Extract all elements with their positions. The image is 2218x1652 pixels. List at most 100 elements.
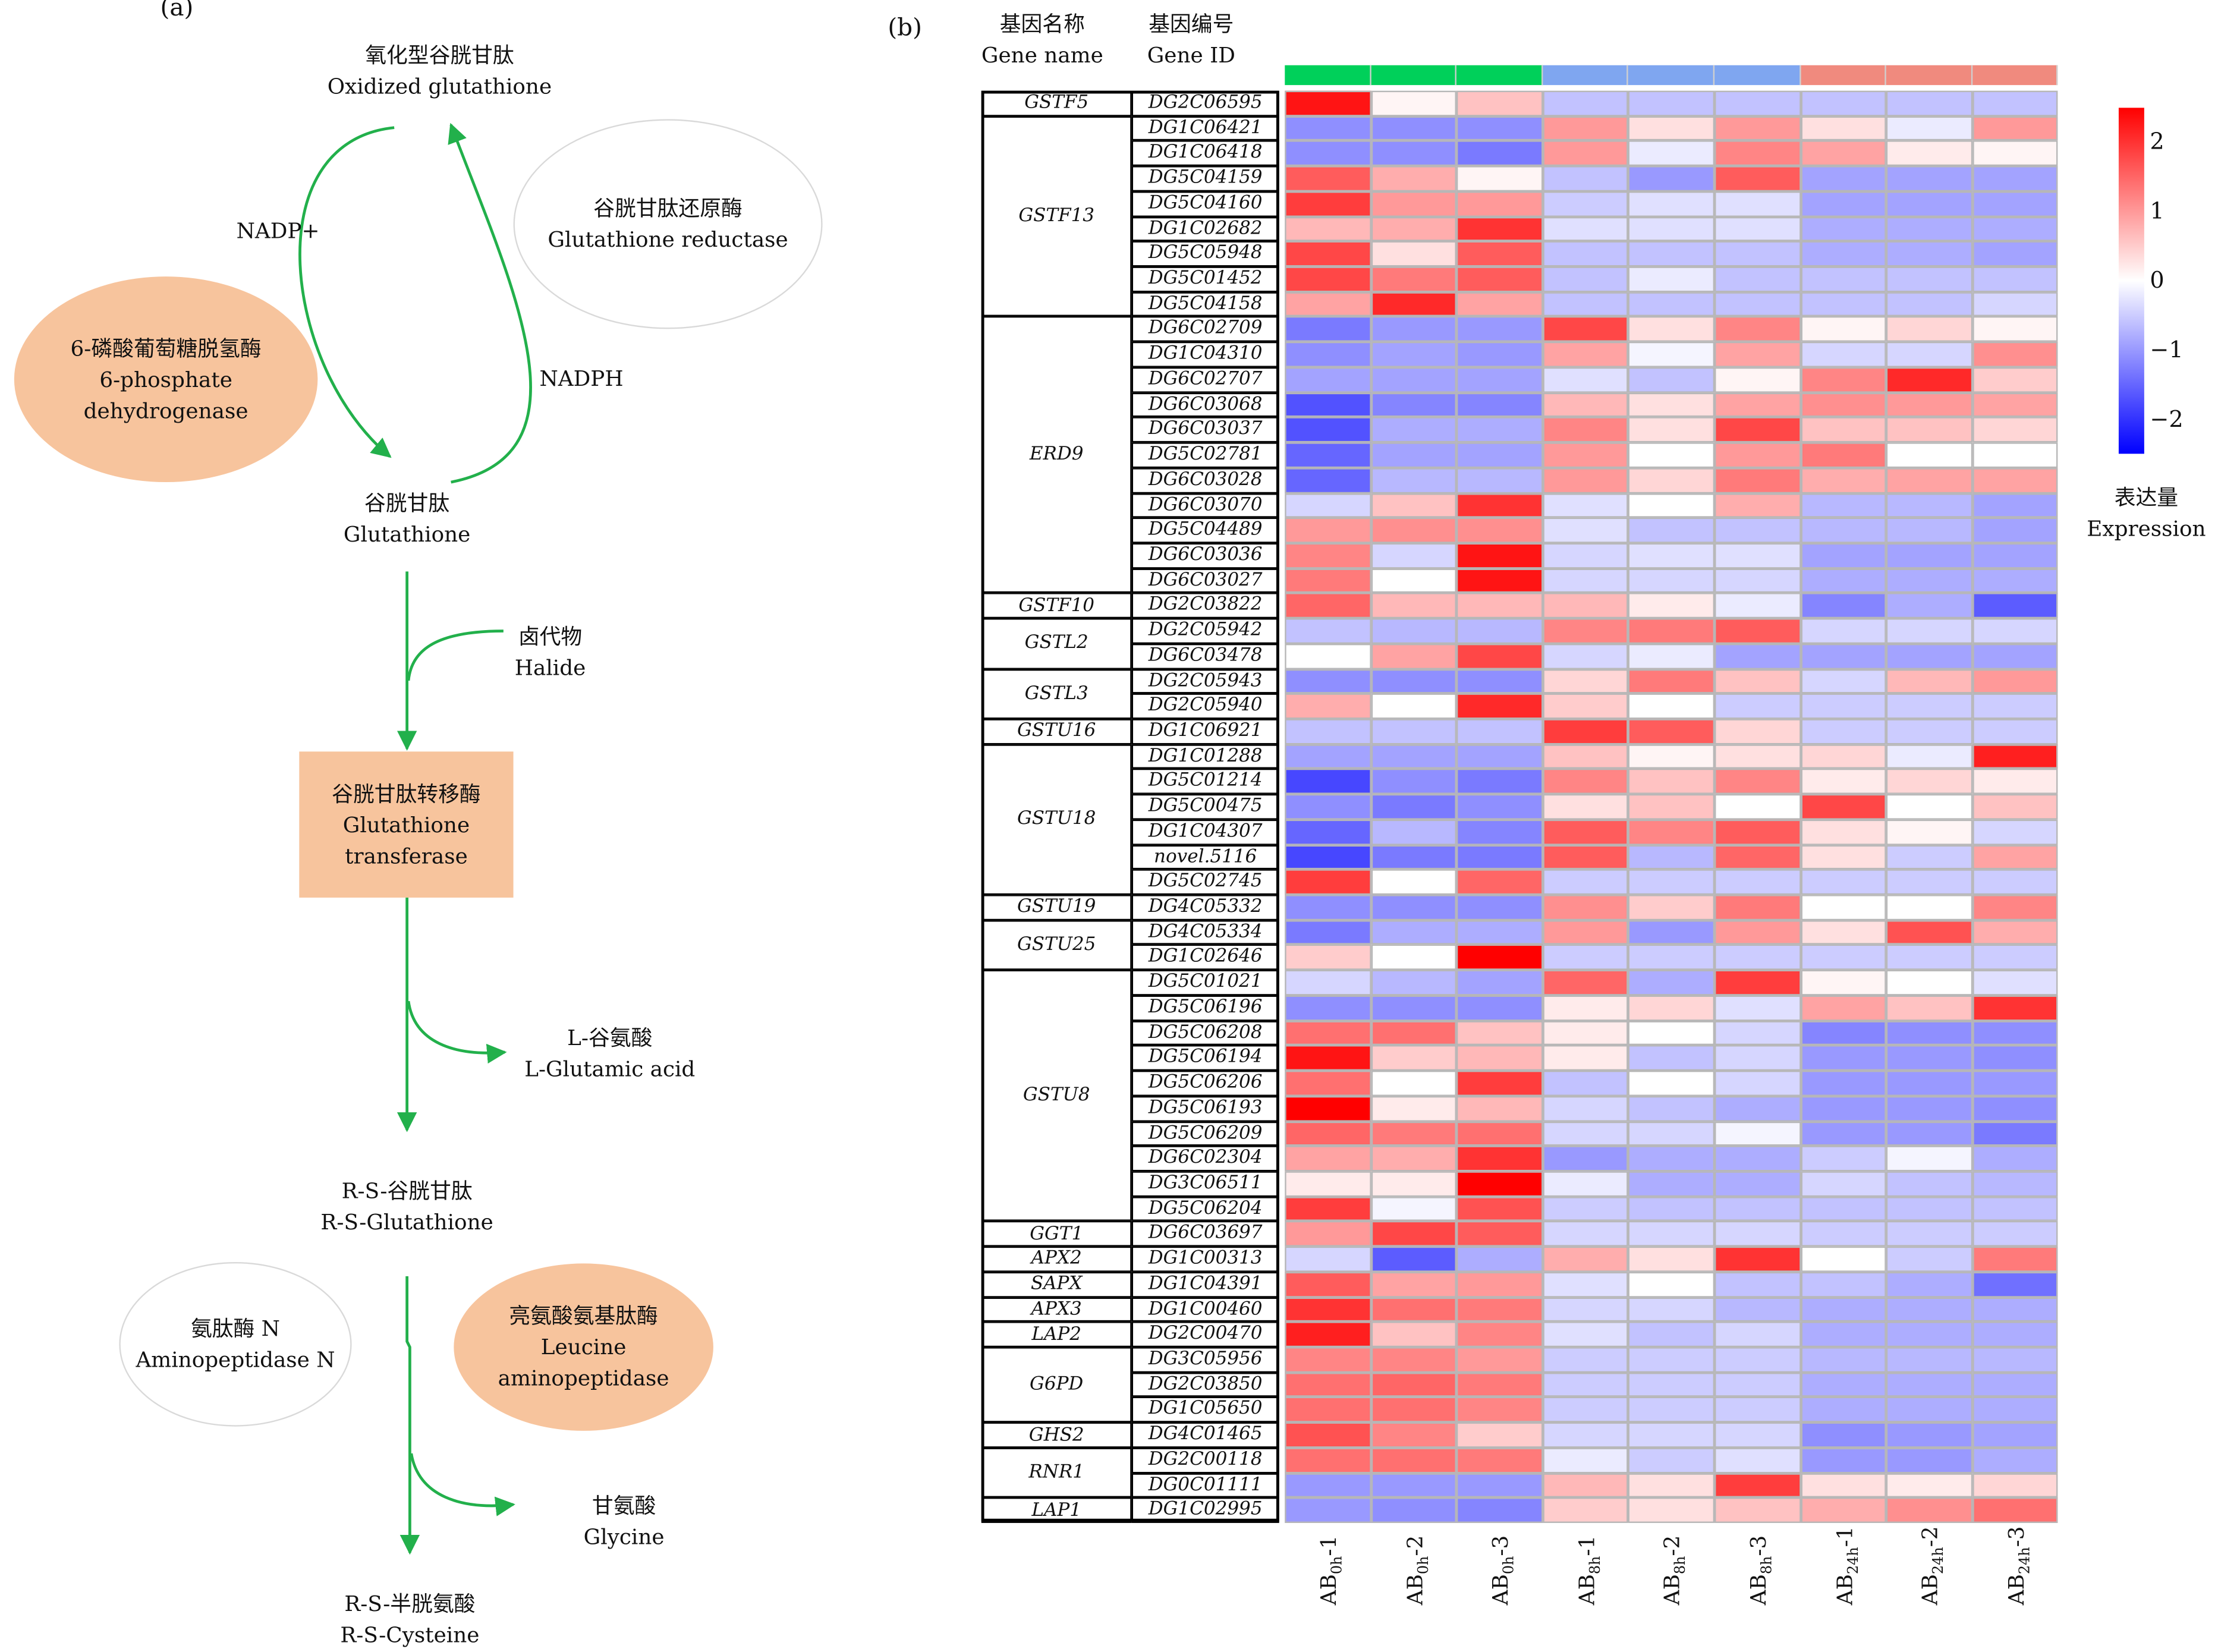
gene-id-cell: DG2C05942 <box>1131 618 1279 644</box>
heatmap-cell <box>1714 1121 1801 1146</box>
group-bar-segment <box>1800 65 1887 86</box>
heatmap-cell <box>1800 1372 1887 1398</box>
heatmap-cell <box>1628 266 1715 292</box>
heatmap-cell <box>1370 1497 1457 1523</box>
heatmap-cell <box>1714 191 1801 216</box>
heatmap-cell <box>1456 417 1543 443</box>
heatmap-cell <box>1285 844 1371 870</box>
heatmap-cell <box>1628 518 1715 543</box>
heatmap-cell <box>1628 1497 1715 1523</box>
heatmap-cell <box>1542 543 1629 568</box>
gene-id-cell: DG5C04160 <box>1131 191 1279 216</box>
heatmap-cell <box>1800 869 1887 895</box>
heatmap-cell <box>1972 1171 2059 1197</box>
gene-name-cell: RNR1 <box>981 1448 1132 1498</box>
header-gene-id-en: Gene ID <box>1147 42 1235 68</box>
gene-id-cell: DG5C06209 <box>1131 1121 1279 1146</box>
header-gene-name-en: Gene name <box>981 42 1103 68</box>
heatmap-cell <box>1285 1146 1371 1172</box>
gene-id-cell: novel.5116 <box>1131 844 1279 870</box>
heatmap-cell <box>1972 342 2059 367</box>
heatmap-cell <box>1456 543 1543 568</box>
heatmap-cell <box>1628 1020 1715 1046</box>
heatmap-cell <box>1456 694 1543 719</box>
heatmap-cell <box>1972 467 2059 493</box>
heatmap-cell <box>1800 115 1887 141</box>
legend-title-zh: 表达量 <box>2114 484 2179 511</box>
gst-en-line1: Glutathione <box>342 811 470 838</box>
heatmap-cell <box>1456 618 1543 644</box>
heatmap-cell <box>1542 1347 1629 1373</box>
heatmap-cell <box>1285 291 1371 317</box>
heatmap-cell <box>1628 90 1715 116</box>
heatmap-cell <box>1542 618 1629 644</box>
heatmap-cell <box>1370 317 1457 342</box>
heatmap-cell <box>1714 618 1801 644</box>
heatmap-cell <box>1714 317 1801 342</box>
gene-id-cell: DG6C02707 <box>1131 367 1279 392</box>
heatmap-cell <box>1800 1071 1887 1096</box>
heatmap-cell <box>1456 241 1543 267</box>
glutathione-reductase-zh: 谷胱甘肽还原酶 <box>593 196 743 222</box>
heatmap-cell <box>1456 291 1543 317</box>
heatmap-cell <box>1972 1497 2059 1523</box>
heatmap-cell <box>1285 869 1371 895</box>
gene-id-cell: DG1C05650 <box>1131 1397 1279 1423</box>
heatmap-cell <box>1285 1196 1371 1222</box>
pathway-arrows <box>298 122 532 1555</box>
heatmap-cell <box>1714 1321 1801 1348</box>
heatmap-cell <box>1285 694 1371 719</box>
heatmap-cell <box>1370 1121 1457 1146</box>
heatmap-cell <box>1886 417 1972 443</box>
heatmap-cell <box>1800 1321 1887 1348</box>
gene-id-cell: DG1C02995 <box>1131 1497 1279 1523</box>
heatmap-cell <box>1800 1020 1887 1046</box>
heatmap-cell <box>1972 794 2059 820</box>
heatmap-cell <box>1886 392 1972 418</box>
heatmap-cell <box>1285 1121 1371 1146</box>
heatmap-cell <box>1628 995 1715 1021</box>
heatmap-cell <box>1456 166 1543 191</box>
heatmap-cell <box>1542 945 1629 971</box>
heatmap-cell <box>1628 1472 1715 1498</box>
heatmap-cell <box>1370 895 1457 920</box>
heatmap-cell <box>1370 1272 1457 1297</box>
heatmap-cell <box>1972 141 2059 166</box>
colorbar-tick-label: 1 <box>2150 197 2164 225</box>
heatmap-cell <box>1972 90 2059 116</box>
heatmap-cell <box>1456 266 1543 292</box>
heatmap-cell <box>1800 166 1887 191</box>
heatmap-cell <box>1972 945 2059 971</box>
heatmap-cell <box>1456 568 1543 594</box>
heatmap-cell <box>1456 216 1543 242</box>
heatmap-cell <box>1370 291 1457 317</box>
heatmap-cell <box>1370 995 1457 1021</box>
heatmap-cell <box>1370 694 1457 719</box>
heatmap-cell <box>1285 141 1371 166</box>
glutathione-reductase-ellipse: 谷胱甘肽还原酶 Glutathione reductase <box>513 119 823 329</box>
heatmap-cell <box>1285 543 1371 568</box>
heatmap-cell <box>1370 719 1457 744</box>
heatmap-cell <box>1542 191 1629 216</box>
colorbar-tick-label: 2 <box>2150 128 2164 155</box>
heatmap-cell <box>1370 819 1457 845</box>
gene-id-cell: DG5C06196 <box>1131 995 1279 1021</box>
arrow-glycine-out <box>410 1453 515 1516</box>
heatmap-cell <box>1628 392 1715 418</box>
heatmap-cell <box>1972 1020 2059 1046</box>
heatmap-cell <box>1456 1020 1543 1046</box>
heatmap-cell <box>1370 1247 1457 1272</box>
gene-id-cell: DG1C06921 <box>1131 719 1279 744</box>
heatmap-cell <box>1800 1422 1887 1448</box>
arrow-rsg-to-rsc <box>399 1276 420 1555</box>
heatmap-cell <box>1542 1372 1629 1398</box>
heatmap-cell <box>1714 1196 1801 1222</box>
heatmap-cell <box>1800 392 1887 418</box>
heatmap-cell <box>1886 467 1972 493</box>
heatmap-cell <box>1285 1347 1371 1373</box>
glycine-node: 甘氨酸 Glycine <box>560 1490 688 1553</box>
glutamic-acid-zh: L-谷氨酸 <box>567 1025 653 1051</box>
heatmap-cell <box>1542 1272 1629 1297</box>
heatmap-cell <box>1800 291 1887 317</box>
heatmap-cell <box>1370 1397 1457 1423</box>
